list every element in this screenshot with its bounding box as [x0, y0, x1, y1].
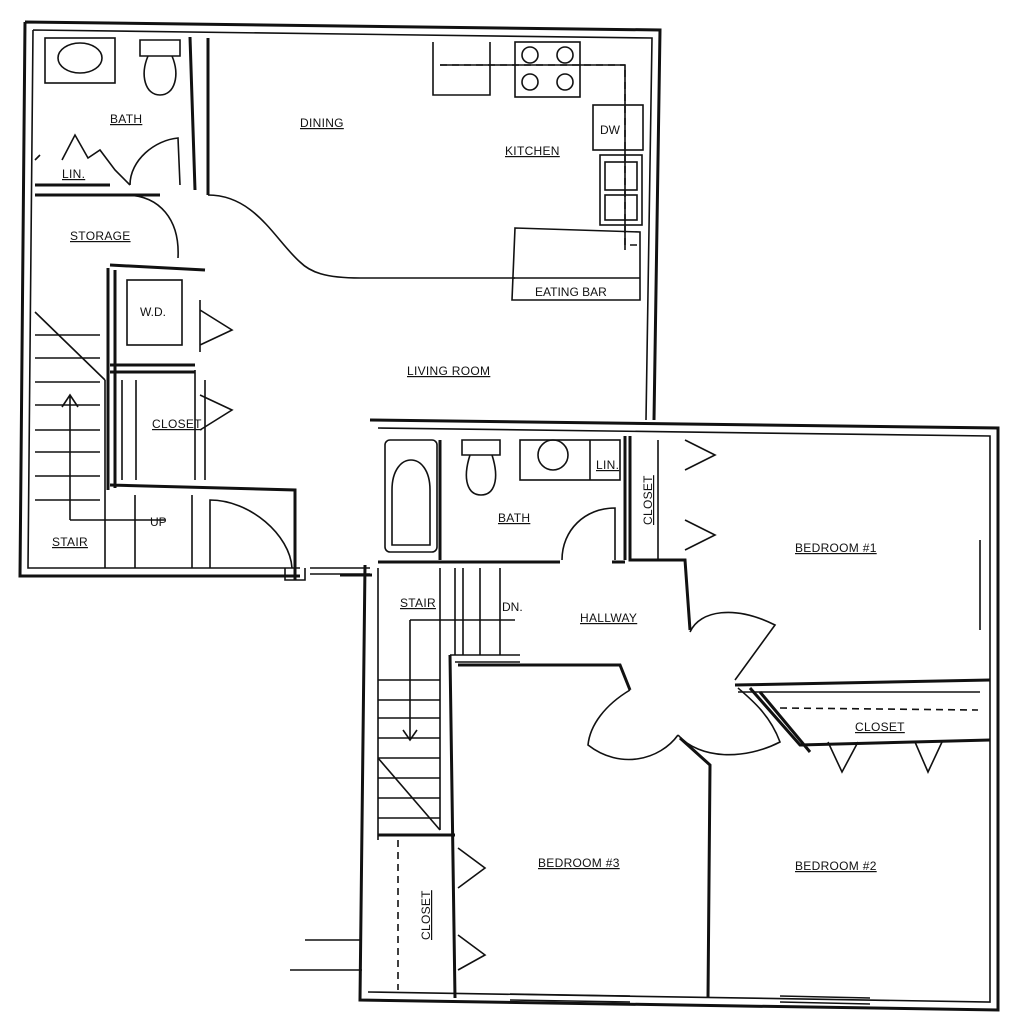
- bedroom-2-closet-wall: [748, 687, 991, 753]
- sink-basin-icon: [604, 161, 638, 191]
- dining-living-divider-curve: [207, 194, 515, 279]
- label-bedroom-2: BEDROOM #2: [795, 859, 877, 873]
- wd-bifold-door: [199, 300, 234, 352]
- label-closet-first: CLOSET: [152, 417, 202, 431]
- dishwasher-box: [592, 104, 644, 151]
- closet-bifold-door: [457, 847, 487, 971]
- label-closet-hall: CLOSET: [641, 475, 655, 525]
- second-bath-wall: [378, 436, 627, 564]
- label-dishwasher: DW: [600, 123, 621, 137]
- stair-down-arrow-icon: [402, 620, 418, 742]
- kitchen-sink-box: [599, 154, 643, 226]
- hall-closet-wall: [628, 436, 692, 631]
- toilet-icon: [139, 39, 181, 96]
- bath-wall: [35, 36, 210, 195]
- label-stair-first: STAIR: [52, 535, 88, 549]
- second-floor-outer-wall: [358, 418, 1000, 1012]
- first-floor: [18, 20, 662, 581]
- stair-up-arrow-icon: [61, 393, 79, 520]
- label-bath-second: BATH: [498, 511, 530, 525]
- second-floor-window: [509, 993, 871, 1005]
- bedroom-1-door: [689, 611, 777, 681]
- stair-second-floor: [377, 568, 515, 840]
- burner-icon: [556, 73, 574, 91]
- wd-closet-wall: [106, 268, 297, 580]
- bedroom-2-door: [677, 687, 781, 756]
- sink-icon: [57, 42, 103, 74]
- label-linen-second: LIN.: [596, 458, 619, 472]
- label-closet-bed2: CLOSET: [855, 720, 905, 734]
- label-bath: BATH: [110, 112, 142, 126]
- eating-bar: [511, 227, 641, 301]
- label-linen: LIN.: [62, 167, 85, 181]
- label-storage: STORAGE: [70, 229, 131, 243]
- burner-icon: [521, 73, 539, 91]
- label-eating-bar: EATING BAR: [535, 285, 607, 299]
- sink-basin-icon: [604, 194, 638, 221]
- label-down: DN.: [502, 600, 523, 614]
- hall-closet-door: [684, 439, 717, 551]
- label-dining: DINING: [300, 116, 344, 130]
- bedroom-1-wall: [734, 678, 991, 687]
- label-kitchen: KITCHEN: [505, 144, 560, 158]
- entry-door: [209, 499, 293, 569]
- first-floor-outer-wall: [18, 20, 662, 578]
- label-bedroom-1: BEDROOM #1: [795, 541, 877, 555]
- bath-door: [561, 507, 616, 561]
- label-up: UP: [150, 515, 167, 529]
- label-bedroom-3: BEDROOM #3: [538, 856, 620, 870]
- burner-icon: [521, 46, 539, 64]
- washer-dryer-box: [126, 279, 183, 346]
- second-floor: [290, 418, 1000, 1012]
- bath-vanity: [519, 439, 621, 481]
- closet-bifold-door: [199, 394, 234, 431]
- label-stair-second: STAIR: [400, 596, 436, 610]
- bedroom-3-wall: [448, 654, 632, 999]
- label-washer-dryer: W.D.: [140, 305, 166, 319]
- linen-door: [61, 133, 131, 186]
- label-hallway: HALLWAY: [580, 611, 637, 625]
- bath-door: [129, 137, 181, 186]
- sink-icon: [537, 439, 569, 471]
- first-floor-window: [310, 567, 370, 575]
- label-living-room: LIVING ROOM: [407, 364, 490, 378]
- second-floor-entry-wall: [290, 939, 362, 971]
- closet-bifold-door: [827, 741, 943, 774]
- toilet-icon: [461, 439, 501, 496]
- bedroom-3-door: [587, 689, 679, 761]
- burner-icon: [556, 46, 574, 64]
- range-box: [514, 41, 581, 98]
- label-closet-bed3: CLOSET: [419, 890, 433, 940]
- bathtub: [384, 439, 438, 553]
- bath-vanity: [44, 37, 116, 84]
- stair-first-floor: [34, 311, 193, 568]
- storage-wall: [35, 193, 206, 272]
